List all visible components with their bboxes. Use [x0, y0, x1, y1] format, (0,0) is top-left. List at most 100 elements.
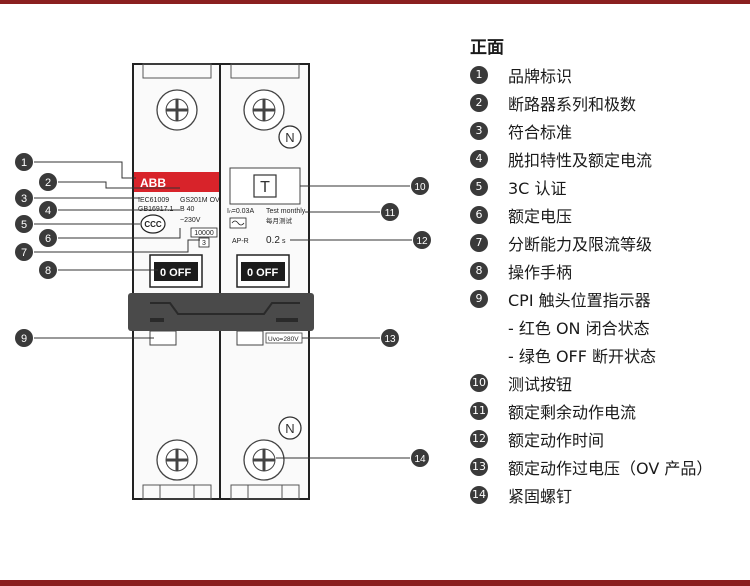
legend-label: 3C 认证: [508, 179, 567, 198]
uvo-label: Uvo=280V: [268, 336, 299, 343]
legend-item-cpi: 9 CPI 触头位置指示器: [470, 288, 651, 310]
legend-label: 测试按钮: [508, 375, 573, 394]
breaker-diagram: N N ABB IEC61009 GB16917.1 GS201M OV B 4…: [15, 63, 431, 500]
legend-item-trip: 4 脱扣特性及额定电流: [470, 148, 652, 170]
breaking-capacity-box: [190, 227, 218, 238]
legend-label: 脱扣特性及额定电流: [508, 151, 653, 170]
svg-text:6: 6: [45, 233, 51, 245]
legend-label: 断路器系列和极数: [508, 95, 637, 114]
brand-strip: [134, 172, 219, 192]
callout-14: 14: [411, 449, 429, 467]
test-button[interactable]: [253, 174, 277, 198]
legend-num: 13: [470, 458, 488, 476]
legend-num: 3: [470, 122, 488, 140]
legend-label: 分断能力及限流等级: [508, 235, 653, 254]
screw-bottom-right: [243, 439, 285, 481]
legend-num: 4: [470, 150, 488, 168]
callout-6: 6: [39, 229, 57, 247]
neutral-top-label: N: [285, 130, 294, 145]
limiting-class-label: 3: [202, 240, 206, 247]
svg-text:8: 8: [45, 265, 51, 277]
legend-item-screw: 14 紧固螺钉: [470, 484, 572, 506]
callout-12: 12: [413, 231, 431, 249]
brand-logo: ABB: [140, 176, 166, 190]
legend-label: 符合标准: [508, 123, 573, 142]
legend-num: 14: [470, 486, 488, 504]
svg-text:14: 14: [414, 454, 426, 465]
legend-sub-off: - 绿色 OFF 断开状态: [508, 347, 657, 366]
legend-item-series: 2 断路器系列和极数: [470, 92, 636, 114]
svg-text:7: 7: [21, 247, 27, 259]
legend-item-voltage: 6 额定电压: [470, 204, 572, 226]
legend-num: 8: [470, 262, 488, 280]
callout-9: 9: [15, 329, 33, 347]
ccc-icon: CCC: [140, 214, 166, 234]
top-clip-left: [142, 63, 212, 79]
svg-text:CCC: CCC: [144, 220, 162, 229]
operating-bar[interactable]: [128, 293, 314, 331]
test-button-label: T: [260, 179, 270, 196]
legend-num: 10: [470, 374, 488, 392]
svg-text:9: 9: [21, 333, 27, 345]
svg-text:2: 2: [45, 177, 51, 189]
type-label: AP-R: [232, 238, 249, 245]
svg-text:3: 3: [21, 193, 27, 205]
legend-num: 2: [470, 94, 488, 112]
callout-5: 5: [15, 215, 33, 233]
legend-num: 9: [470, 290, 488, 308]
handle-left[interactable]: [154, 262, 198, 281]
handle-right[interactable]: [241, 262, 285, 281]
neutral-icon-top: [278, 125, 302, 149]
voltage-label: ~230V: [180, 217, 201, 224]
legend-label: 紧固螺钉: [508, 487, 573, 506]
svg-text:1: 1: [21, 157, 27, 169]
callout-13: 13: [381, 329, 399, 347]
legend-num: 7: [470, 234, 488, 252]
handle-right-label: 0 OFF: [247, 267, 278, 279]
legend-num: 5: [470, 178, 488, 196]
legend-sub-on: - 红色 ON 闭合状态: [508, 319, 650, 338]
legend-label: 额定动作时间: [508, 431, 605, 450]
legend-item-standard: 3 符合标准: [470, 120, 572, 142]
callout-1: 1: [15, 153, 33, 171]
callout-8: 8: [39, 261, 57, 279]
top-clip-right: [230, 63, 300, 79]
callout-4: 4: [39, 201, 57, 219]
screw-bottom-left: [156, 439, 198, 481]
svg-text:4: 4: [45, 205, 51, 217]
callout-2: 2: [39, 173, 57, 191]
rating-label: B 40: [180, 206, 195, 213]
screw-top-left: [156, 89, 198, 131]
limiting-class-box: [198, 237, 210, 248]
cpi-indicator-right: [236, 330, 264, 346]
legend-item-test: 10 测试按钮: [470, 372, 572, 394]
callout-10: 10: [411, 177, 429, 195]
legend-label: 操作手柄: [508, 263, 573, 282]
legend-num: 6: [470, 206, 488, 224]
svg-text:5: 5: [21, 219, 27, 231]
bottom-clip-right: [230, 484, 300, 500]
svg-text:11: 11: [385, 208, 396, 219]
test-monthly-label: Test monthly: [266, 208, 306, 215]
neutral-icon-bottom: [278, 416, 302, 440]
legend-num: 11: [470, 402, 488, 420]
screw-top-right: [243, 89, 285, 131]
legend-label: 品牌标识: [508, 67, 573, 86]
top-rule: [0, 0, 750, 4]
test-monthly-cn: 每月测试: [266, 216, 293, 225]
legend-label: CPI 触头位置指示器: [508, 291, 651, 310]
leader-lines: [34, 161, 412, 459]
residual-current-label: Iₙ=0.03A: [227, 208, 254, 215]
handle-left-label: 0 OFF: [160, 267, 191, 279]
legend-item-handle: 8 操作手柄: [470, 260, 572, 282]
series-label: GS201M OV: [180, 197, 220, 204]
legend-item-brand: 1 品牌标识: [470, 64, 572, 86]
legend-item-breaking: 7 分断能力及限流等级: [470, 232, 652, 254]
legend-label: 额定电压: [508, 207, 573, 226]
legend-num: 1: [470, 66, 488, 84]
legend-label: 额定动作过电压（OV 产品）: [508, 459, 713, 478]
standard-iec: IEC61009: [138, 197, 169, 204]
neutral-bottom-label: N: [285, 421, 294, 436]
legend-item-overvoltage: 13 额定动作过电压（OV 产品）: [470, 456, 712, 478]
